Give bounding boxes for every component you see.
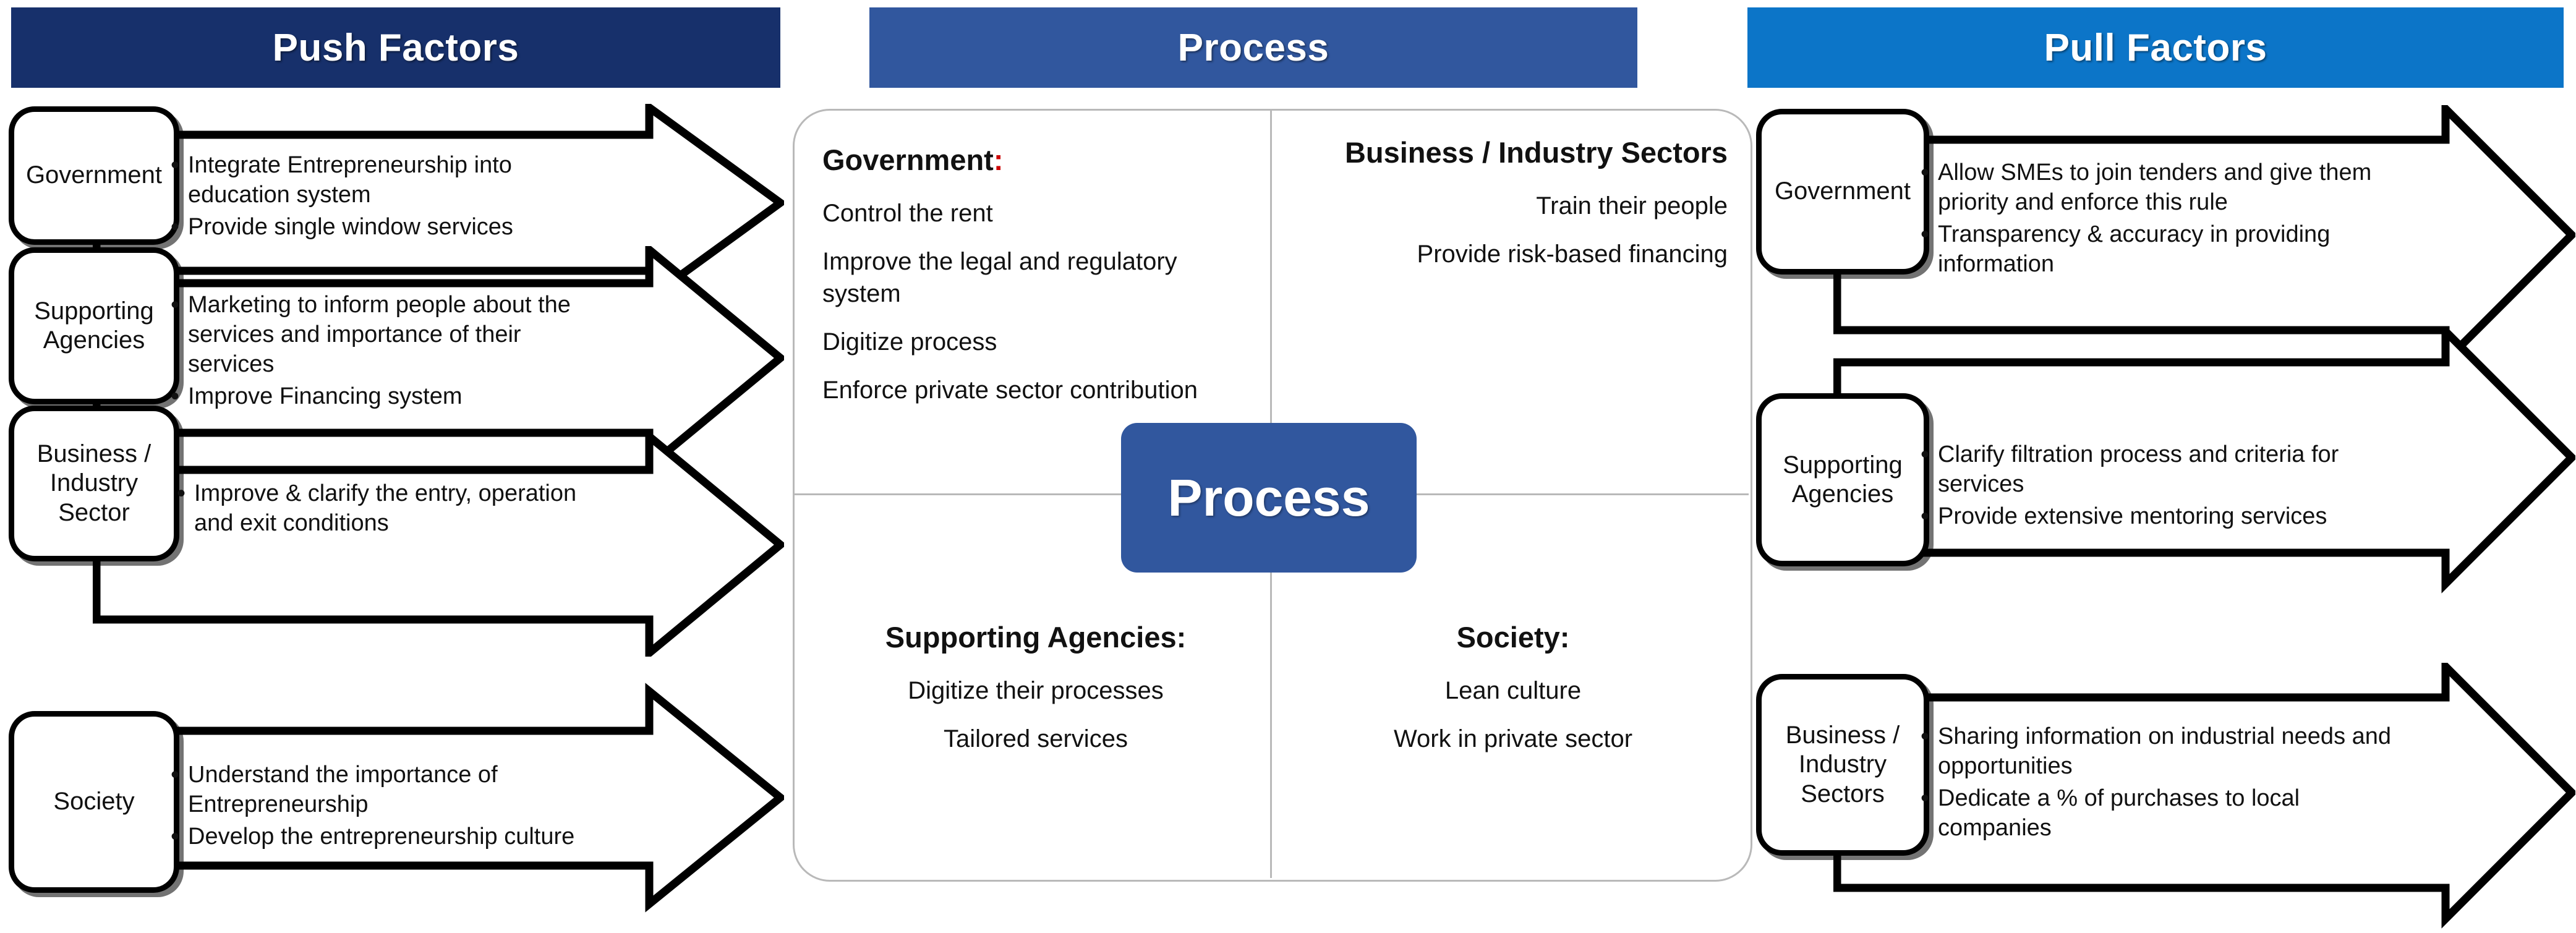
title-colon: : bbox=[1176, 621, 1187, 654]
quadrant-line: Tailored services bbox=[944, 725, 1128, 753]
push-points-3: Improve & clarify the entry, operation a… bbox=[173, 470, 606, 550]
quadrant-line: Control the rent bbox=[822, 200, 993, 228]
pull-points-1: Allow SMEs to join tenders and give them… bbox=[1917, 146, 2387, 294]
pull-point: Transparency & accuracy in providing inf… bbox=[1921, 219, 2387, 279]
pull-entity-label-3: Business / Industry Sectors bbox=[1785, 722, 1900, 807]
process-badge-label: Process bbox=[1167, 468, 1370, 527]
quadrant-title: Society: bbox=[1456, 621, 1570, 654]
pull-entity-label-2: Supporting Agencies bbox=[1783, 451, 1903, 508]
process-center-badge[interactable]: Process bbox=[1121, 423, 1417, 573]
process-quadrant-business: Business / Industry Sectors Train their … bbox=[1299, 134, 1728, 286]
quadrant-line: Enforce private sector contribution bbox=[822, 377, 1198, 404]
pull-entity-box-3[interactable]: Business / Industry Sectors bbox=[1756, 674, 1929, 856]
pull-point: Provide extensive mentoring services bbox=[1921, 501, 2412, 532]
quadrant-line: Work in private sector bbox=[1393, 725, 1633, 753]
header-push-factors: Push Factors bbox=[11, 7, 780, 88]
pull-points-2: Clarify filtration process and criteria … bbox=[1917, 425, 2412, 549]
push-entity-box-1[interactable]: Government bbox=[9, 106, 179, 245]
process-quadrant-society: Society: Lean culture Work in private se… bbox=[1299, 618, 1728, 771]
quadrant-title: Business / Industry Sectors bbox=[1344, 136, 1728, 169]
quadrant-line: Provide risk-based financing bbox=[1417, 241, 1728, 268]
push-point: Marketing to inform people about the ser… bbox=[171, 289, 600, 380]
header-push-label: Push Factors bbox=[272, 26, 519, 69]
header-pull-label: Pull Factors bbox=[2044, 26, 2267, 69]
push-points-4: Understand the importance of Entrepreneu… bbox=[167, 733, 600, 882]
pull-point: Dedicate a % of purchases to local compa… bbox=[1921, 783, 2399, 843]
header-process: Process bbox=[869, 7, 1637, 88]
push-entity-box-4[interactable]: Society bbox=[9, 711, 179, 893]
title-colon: : bbox=[993, 143, 1004, 176]
push-points-2: Marketing to inform people about the ser… bbox=[167, 272, 600, 433]
push-entity-label-4: Society bbox=[53, 788, 135, 816]
push-entity-label-2: Supporting Agencies bbox=[34, 297, 154, 354]
push-point: Provide single window services bbox=[171, 211, 600, 242]
pull-entity-label-1: Government bbox=[1774, 177, 1911, 205]
pull-entity-box-2[interactable]: Supporting Agencies bbox=[1756, 393, 1929, 566]
pull-points-3: Sharing information on industrial needs … bbox=[1917, 710, 2399, 858]
push-entity-label-3: Business / Industry Sector bbox=[36, 440, 151, 526]
push-point: Understand the importance of Entrepreneu… bbox=[171, 759, 600, 820]
header-process-label: Process bbox=[1177, 26, 1329, 69]
push-point: Improve & clarify the entry, operation a… bbox=[177, 478, 606, 539]
push-point: Integrate Entrepreneurship into educatio… bbox=[171, 150, 600, 210]
pull-point: Clarify filtration process and criteria … bbox=[1921, 439, 2412, 500]
title-colon: : bbox=[1559, 621, 1570, 654]
push-entity-box-2[interactable]: Supporting Agencies bbox=[9, 247, 179, 404]
pull-point: Allow SMEs to join tenders and give them… bbox=[1921, 157, 2387, 218]
process-quadrant-supporting-agencies: Supporting Agencies: Digitize their proc… bbox=[822, 618, 1249, 771]
push-entity-label-1: Government bbox=[25, 161, 163, 189]
quadrant-line: Lean culture bbox=[1444, 677, 1582, 705]
quadrant-line: Train their people bbox=[1536, 192, 1728, 220]
pull-point: Sharing information on industrial needs … bbox=[1921, 721, 2399, 782]
quadrant-line: Digitize process bbox=[822, 328, 997, 356]
quadrant-title: Government: bbox=[822, 143, 1004, 176]
process-quadrant-government: Government: Control the rent Improve the… bbox=[822, 141, 1249, 422]
quadrant-line: Improve the legal and regulatory system bbox=[822, 248, 1177, 308]
pull-entity-box-1[interactable]: Government bbox=[1756, 109, 1929, 275]
push-entity-box-3[interactable]: Business / Industry Sector bbox=[9, 406, 179, 561]
push-point: Improve Financing system bbox=[171, 381, 600, 412]
header-pull-factors: Pull Factors bbox=[1747, 7, 2564, 88]
push-point: Develop the entrepreneurship culture bbox=[171, 821, 600, 852]
push-points-1: Integrate Entrepreneurship into educatio… bbox=[167, 124, 600, 272]
quadrant-line: Digitize their processes bbox=[908, 677, 1164, 705]
quadrant-title: Supporting Agencies: bbox=[885, 621, 1187, 654]
